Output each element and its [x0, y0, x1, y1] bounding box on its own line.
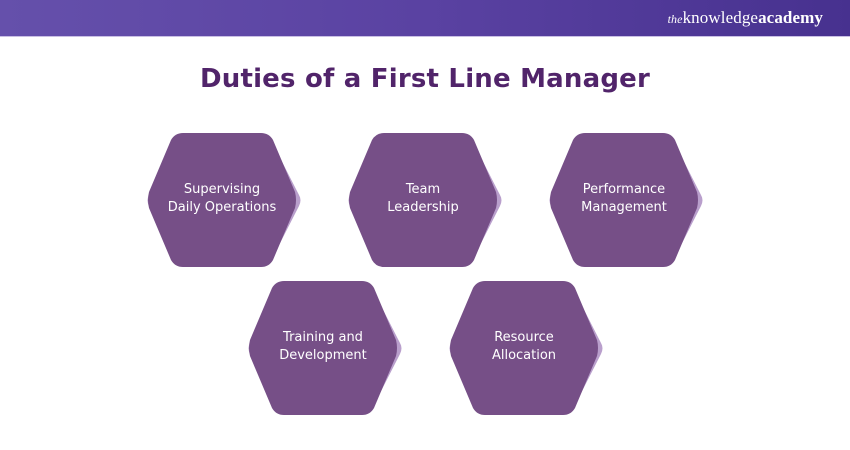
- duty-label: Supervising Daily Operations: [167, 182, 277, 215]
- duty-label: Resource Allocation: [491, 330, 557, 363]
- duty-label: Performance Management: [581, 182, 667, 215]
- hexagon-shape: [147, 133, 301, 267]
- hexagon-shape: [348, 133, 502, 267]
- hexagon-shape: [549, 133, 703, 267]
- duty-label: Team Leadership: [387, 182, 459, 215]
- brand-logo: theknowledgeacademy: [667, 8, 823, 27]
- duty-hexagon-training: Training and Development: [248, 281, 403, 420]
- duty-hexagon-resource: Resource Allocation: [449, 281, 604, 420]
- page-title: Duties of a First Line Manager: [199, 64, 651, 94]
- duty-hexagon-team-leadership: Team Leadership: [348, 133, 503, 272]
- duty-label: Training and Development: [279, 330, 367, 363]
- header-bar: theknowledgeacademy: [0, 0, 850, 37]
- hexagon-shape: [248, 281, 402, 415]
- hexagon-shape: [449, 281, 603, 415]
- duty-hexagon-performance: Performance Management: [549, 133, 704, 272]
- duty-hexagon-supervising: Supervising Daily Operations: [147, 133, 302, 272]
